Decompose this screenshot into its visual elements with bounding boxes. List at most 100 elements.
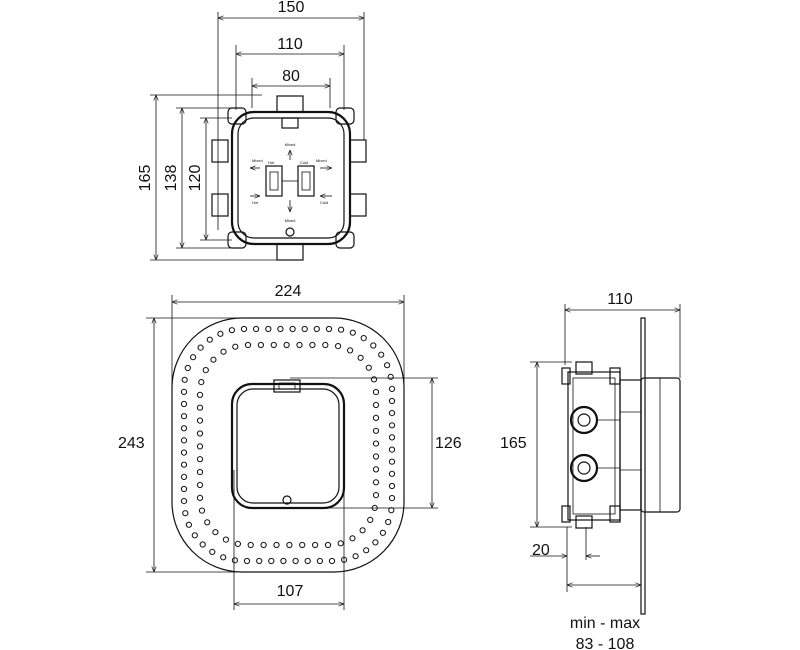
port-label-cold-in: Cold (300, 160, 308, 165)
perforation-hole (388, 385, 396, 392)
top-view: 150 110 80 165 138 120 (137, 0, 367, 261)
perforation-hole (231, 557, 238, 564)
perforation-hole (367, 516, 374, 524)
perforation-hole (260, 541, 267, 549)
perforation-hole (180, 388, 188, 395)
perforation-hole (388, 446, 396, 453)
perforation-hole (196, 469, 204, 476)
perforation-hole (191, 532, 198, 539)
perforation-ring-inner (196, 341, 380, 549)
perforation-hole (387, 373, 394, 380)
perforation-hole (228, 327, 235, 334)
perforation-hole (180, 461, 188, 468)
perforation-hole (372, 492, 380, 499)
perforation-hole (360, 335, 367, 342)
perforation-hole (372, 440, 380, 447)
perforation-hole (234, 540, 241, 548)
perforation-hole (372, 453, 380, 460)
perforation-hole (256, 557, 263, 565)
perforation-hole (365, 364, 372, 371)
perforation-hole (328, 557, 336, 565)
perforation-hole (181, 376, 188, 383)
perforation-hole (280, 557, 287, 565)
perforation-hole (337, 540, 344, 547)
top-height-outer-label: 165 (137, 165, 154, 192)
perforation-hole (196, 430, 204, 437)
perforation-hole (273, 541, 280, 549)
perforation-hole (196, 456, 204, 463)
top-height-mid-label: 138 (163, 165, 180, 192)
perforation-hole (180, 437, 188, 444)
perforation-hole (357, 354, 364, 361)
side-body (561, 317, 681, 615)
perforation-hole (182, 510, 189, 517)
perforation-hole (352, 553, 359, 560)
perforation-hole (372, 466, 380, 473)
perforation-hole (341, 556, 348, 563)
front-view-dimension-lines (154, 302, 432, 604)
perforation-hole (372, 479, 380, 486)
perforation-hole (196, 417, 204, 424)
top-width-inner-label: 80 (282, 68, 300, 85)
perforation-hole (220, 348, 227, 355)
perforation-hole (325, 325, 333, 333)
perforation-hole (313, 325, 320, 333)
perforation-hole (384, 362, 391, 369)
perforation-hole (286, 541, 293, 549)
port-label-mixed-right: Mixed (316, 158, 327, 163)
perforation-hole (196, 391, 204, 398)
perforation-hole (222, 536, 229, 543)
perforation-hole (370, 342, 377, 349)
perforation-hole (180, 400, 188, 408)
side-width-label: 110 (607, 291, 633, 308)
perforation-hole (185, 521, 192, 528)
perforation-hole (180, 413, 188, 420)
top-width-mid-label: 110 (277, 36, 303, 53)
perforation-hole (388, 458, 396, 465)
perforation-hole (388, 422, 396, 429)
perforation-hole (209, 548, 216, 556)
side-depth-range: 83 - 108 (576, 636, 635, 650)
perforation-hole (196, 481, 204, 489)
perforation-hole (197, 344, 204, 351)
perforation-hole (324, 541, 332, 549)
perforation-hole (180, 449, 188, 456)
perforation-hole (349, 329, 356, 336)
perforation-hole (198, 507, 206, 514)
perforation-hole (296, 341, 303, 349)
perforation-hole (371, 504, 378, 511)
perforation-hole (388, 470, 396, 477)
front-inner-width-label: 107 (277, 583, 304, 600)
perforation-hole (289, 325, 296, 333)
perforation-hole (372, 427, 380, 434)
perforation-hole (363, 547, 370, 554)
perforation-hole (190, 354, 197, 361)
perforation-hole (247, 541, 254, 549)
port-label-mixed-top: Mixed (285, 142, 296, 147)
perforation-hole (220, 554, 227, 561)
top-width-outer-label: 150 (278, 0, 305, 16)
perforation-hole (240, 325, 248, 333)
mounting-box (211, 95, 367, 261)
front-view: 224 243 126 107 (118, 283, 462, 610)
perforation-hole (283, 341, 290, 349)
perforation-hole (379, 529, 386, 536)
perforation-hole (309, 341, 316, 349)
perforation-hole (196, 443, 204, 450)
perforation-hole (232, 343, 239, 350)
port-label-hot-in: Hot (268, 160, 275, 165)
perforation-hole (253, 325, 260, 333)
side-offset-label: 20 (532, 542, 550, 559)
perforation-hole (372, 389, 380, 396)
port-label-cold: Cold (320, 200, 328, 205)
perforation-hole (388, 434, 396, 441)
perforation-hole (372, 401, 380, 409)
perforation-hole (359, 527, 366, 534)
perforation-hole (372, 414, 380, 421)
perforation-hole (388, 410, 396, 417)
perforation-hole (257, 341, 264, 349)
perforation-hole (388, 397, 396, 405)
perforation-hole (184, 364, 191, 372)
perforation-hole (378, 351, 385, 358)
perforation-hole (338, 326, 345, 333)
